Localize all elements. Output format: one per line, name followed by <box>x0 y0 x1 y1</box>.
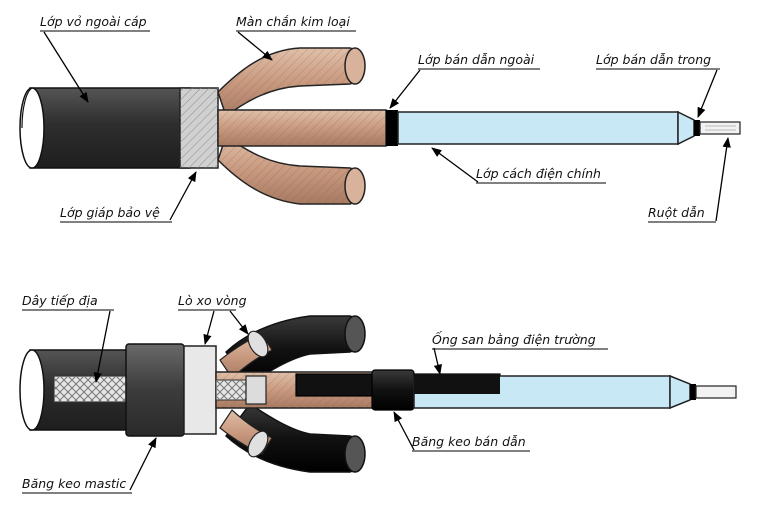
label-outer-sheath: Lớp vỏ ngoài cáp <box>40 14 147 29</box>
conductor-bottom <box>695 385 737 399</box>
label-inner-semicon: Lớp bán dẫn trong <box>596 52 711 67</box>
mastic-tape-band <box>125 343 185 437</box>
label-ground-wire: Dây tiếp địa <box>22 293 98 308</box>
label-semicon-tape: Băng keo bán dẫn <box>412 434 526 449</box>
label-main-insulation: Lớp cách điện chính <box>476 166 601 181</box>
top-labels: Lớp vỏ ngoài cáp Màn chắn kim loại Lớp b… <box>40 14 731 223</box>
label-ring-spring: Lò xo vòng <box>178 293 247 308</box>
label-conductor: Ruột dẫn <box>648 205 705 220</box>
main-insulation <box>397 111 679 145</box>
label-stress-tube: Ống san bằng điện trường <box>432 331 596 347</box>
bottom-labels: Dây tiếp địa Lò xo vòng Ống san bằng điệ… <box>22 293 608 494</box>
label-mastic-tape: Băng keo mastic <box>22 476 126 491</box>
conductor <box>699 121 741 135</box>
semicon-tape-band <box>371 369 415 411</box>
top-cable <box>19 47 741 205</box>
outer-semicon-band <box>386 110 398 146</box>
outer-sheath <box>29 87 191 169</box>
label-armor: Lớp giáp bảo vệ <box>60 205 160 220</box>
ring-spring-main <box>183 345 217 435</box>
bottom-cable <box>19 315 737 473</box>
inner-semicon-band <box>694 120 700 136</box>
label-outer-semicon: Lớp bán dẫn ngoài <box>418 52 535 67</box>
label-metal-screen: Màn chắn kim loại <box>236 14 350 29</box>
